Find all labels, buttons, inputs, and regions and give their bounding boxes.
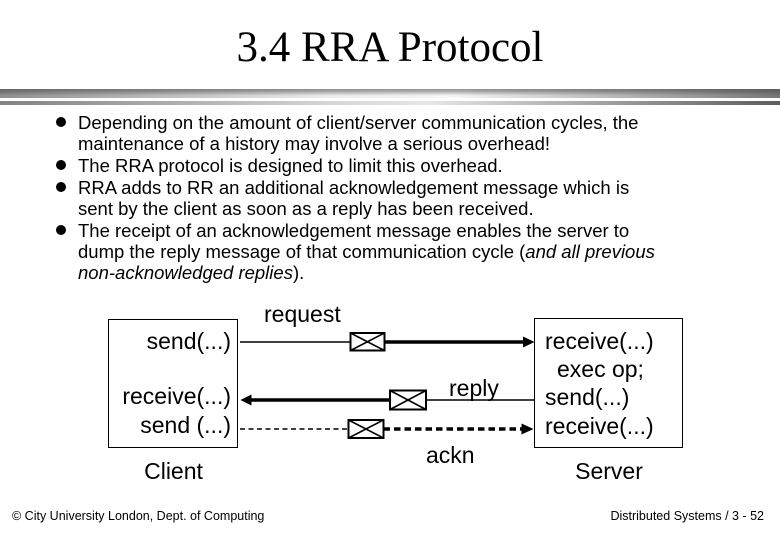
bullet-marker-icon xyxy=(56,182,66,192)
bullet-line: dump the reply message of that communica… xyxy=(78,241,732,262)
ackn-label: ackn xyxy=(426,442,475,468)
divider-bar-top xyxy=(0,89,780,98)
bullet-text: RRA adds to RR an additional acknowledge… xyxy=(78,177,630,198)
bullet-list: Depending on the amount of client/server… xyxy=(52,112,732,284)
bullet-item: The receipt of an acknowledgement messag… xyxy=(52,220,732,283)
ackn-envelope-icon xyxy=(347,419,385,439)
bullet-text: dump the reply message of that communica… xyxy=(78,241,526,262)
reply-label: reply xyxy=(449,375,499,401)
page-title: 3.4 RRA Protocol xyxy=(236,24,544,71)
ackn-arrow xyxy=(240,423,534,435)
client-label: Client xyxy=(144,458,203,484)
client-box-row: receive(...) xyxy=(122,383,231,409)
bullet-marker-icon xyxy=(56,160,66,170)
bullet-text: Depending on the amount of client/server… xyxy=(78,112,639,133)
bullet-line: sent by the client as soon as a reply ha… xyxy=(78,198,732,219)
bullet-line: maintenance of a history may involve a s… xyxy=(78,133,732,154)
bullet-line: non-acknowledged replies). xyxy=(78,262,732,283)
bullet-text: ). xyxy=(292,262,305,283)
server-label: Server xyxy=(575,458,643,484)
client-box-row: send (...) xyxy=(140,412,231,438)
bullet-text-italic: and all previous xyxy=(525,241,655,262)
bullet-text: maintenance of a history may involve a s… xyxy=(78,133,551,154)
bullet-item: Depending on the amount of client/server… xyxy=(52,112,732,154)
bullet-line: Depending on the amount of client/server… xyxy=(78,112,732,133)
server-box-row: send(...) xyxy=(545,384,630,410)
bullet-line: RRA adds to RR an additional acknowledge… xyxy=(78,177,732,198)
footer-copyright: © City University London, Dept. of Compu… xyxy=(12,509,265,523)
bullet-line: The RRA protocol is designed to limit th… xyxy=(78,155,732,176)
bullet-text: sent by the client as soon as a reply ha… xyxy=(78,198,534,219)
server-box-row: exec op; xyxy=(557,356,644,382)
server-box: receive(...) exec op; send(...) receive(… xyxy=(534,318,683,448)
server-box-row: receive(...) xyxy=(545,328,654,354)
bullet-marker-icon xyxy=(56,225,66,235)
bullet-item: RRA adds to RR an additional acknowledge… xyxy=(52,177,732,219)
bullet-item: The RRA protocol is designed to limit th… xyxy=(52,155,732,176)
bullet-text: The receipt of an acknowledgement messag… xyxy=(78,220,630,241)
client-box: send(...) receive(...) send (...) xyxy=(108,319,238,448)
request-label: request xyxy=(264,301,341,327)
footer-page-info: Distributed Systems / 3 - 52 xyxy=(610,509,764,523)
server-box-row: receive(...) xyxy=(545,413,654,439)
request-arrow xyxy=(240,336,535,348)
bullet-text: The RRA protocol is designed to limit th… xyxy=(78,155,503,176)
client-box-row: send(...) xyxy=(146,328,231,354)
bullet-text-italic: non-acknowledged replies xyxy=(78,262,293,283)
bullet-line: The receipt of an acknowledgement messag… xyxy=(78,220,732,241)
bullet-marker-icon xyxy=(56,117,66,127)
divider-bar-bottom xyxy=(0,100,780,105)
reply-envelope-icon xyxy=(389,389,427,411)
request-envelope-icon xyxy=(349,332,386,352)
